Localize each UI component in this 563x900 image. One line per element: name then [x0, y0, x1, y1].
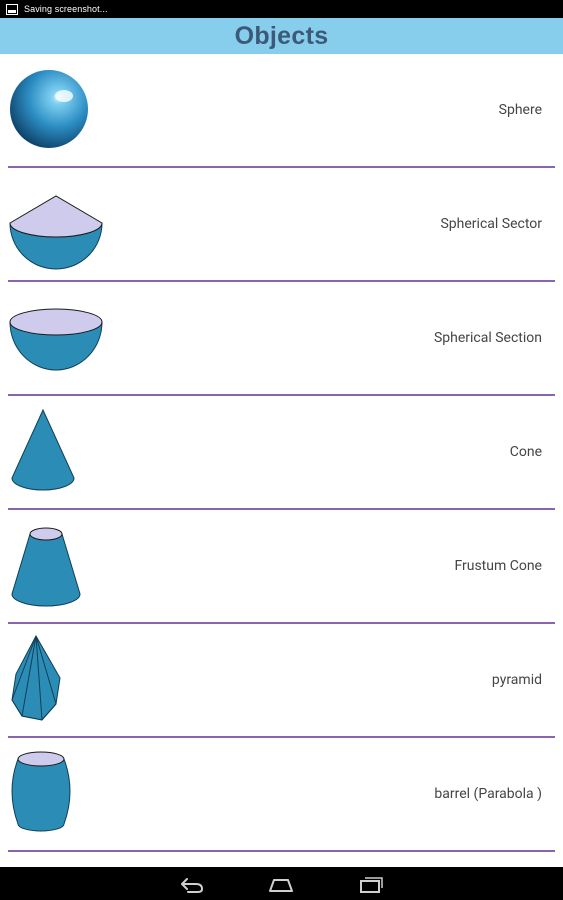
object-label: Sphere	[498, 102, 542, 118]
list-item-barrel[interactable]: barrel (Parabola )	[0, 738, 563, 852]
divider	[8, 622, 555, 624]
pyramid-icon	[11, 634, 61, 721]
page-title: Objects	[234, 21, 329, 50]
frustum-cone-icon	[11, 527, 81, 607]
divider	[8, 850, 555, 852]
back-icon[interactable]	[176, 873, 206, 895]
object-label: Cone	[509, 444, 542, 460]
object-list: Sphere Spherical Sector Spherical Sectio…	[0, 54, 563, 852]
divider	[8, 394, 555, 396]
home-icon[interactable]	[266, 873, 296, 895]
list-item-spherical-section[interactable]: Spherical Section	[0, 282, 563, 396]
list-item-pyramid[interactable]: pyramid	[0, 624, 563, 738]
cone-icon	[11, 408, 75, 491]
title-bar: Objects	[0, 18, 563, 54]
divider	[8, 736, 555, 738]
divider	[8, 508, 555, 510]
sphere-icon	[10, 70, 88, 148]
object-label: Frustum Cone	[454, 558, 542, 574]
status-notification-text: Saving screenshot...	[24, 4, 108, 14]
list-item-frustum-cone[interactable]: Frustum Cone	[0, 510, 563, 624]
spherical-sector-icon	[9, 195, 103, 270]
list-item-cone[interactable]: Cone	[0, 396, 563, 510]
list-item-spherical-sector[interactable]: Spherical Sector	[0, 168, 563, 282]
screenshot-icon	[6, 3, 18, 15]
object-label: pyramid	[491, 672, 542, 688]
divider	[8, 166, 555, 168]
object-label: Spherical Section	[433, 330, 542, 346]
spherical-section-icon	[9, 308, 103, 371]
list-item-sphere[interactable]: Sphere	[0, 54, 563, 168]
barrel-icon	[11, 751, 71, 832]
object-label: Spherical Sector	[440, 216, 542, 232]
navigation-bar	[0, 867, 563, 900]
recent-apps-icon[interactable]	[356, 873, 386, 895]
status-bar: Saving screenshot...	[0, 0, 563, 18]
divider	[8, 280, 555, 282]
object-label: barrel (Parabola )	[434, 786, 542, 802]
